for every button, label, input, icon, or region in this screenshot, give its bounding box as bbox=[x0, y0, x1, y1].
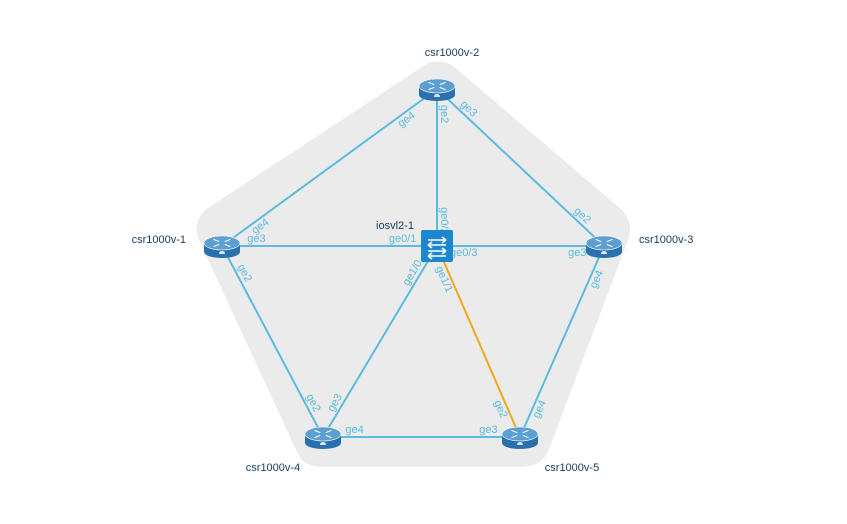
router-icon bbox=[203, 235, 241, 258]
links-layer bbox=[221, 88, 605, 438]
nodes-layer: csr1000v-2 csr1000v-1 csr1000v-3 csr1000v-4… bbox=[132, 47, 694, 474]
node-group-background bbox=[196, 61, 631, 467]
node-label: csr1000v-3 bbox=[639, 234, 693, 246]
router-icon bbox=[418, 78, 456, 101]
link-csr1000v-5-iosvl2-1[interactable] bbox=[436, 245, 521, 438]
port-label-csr1000v-1: ge3 bbox=[247, 233, 265, 245]
router-icon bbox=[304, 426, 342, 449]
node-label: iosvl2-1 bbox=[376, 220, 414, 232]
node-csr1000v-5[interactable]: csr1000v-5 bbox=[501, 426, 599, 474]
port-label-csr1000v-3: ge3 bbox=[568, 247, 586, 259]
node-iosvl2-1[interactable]: iosvl2-1 bbox=[376, 220, 453, 262]
node-csr1000v-3[interactable]: csr1000v-3 bbox=[585, 234, 693, 258]
port-label-iosvl2-1: ge0/3 bbox=[450, 247, 478, 259]
node-label: csr1000v-1 bbox=[132, 234, 186, 246]
node-label: csr1000v-2 bbox=[425, 47, 479, 59]
port-label-csr1000v-2: ge2 bbox=[438, 105, 450, 123]
node-csr1000v-1[interactable]: csr1000v-1 bbox=[132, 234, 241, 258]
link-csr1000v-4-iosvl2-1[interactable] bbox=[322, 245, 438, 438]
link-csr1000v-2-csr1000v-1[interactable] bbox=[221, 88, 438, 247]
node-csr1000v-2[interactable]: csr1000v-2 bbox=[418, 47, 479, 101]
port-label-csr1000v-4: ge4 bbox=[345, 424, 363, 436]
port-label-csr1000v-5: ge3 bbox=[479, 424, 497, 436]
switch-icon bbox=[421, 230, 453, 262]
link-csr1000v-1-csr1000v-4[interactable] bbox=[221, 245, 324, 438]
port-label-iosvl2-1: ge0/1 bbox=[389, 233, 417, 245]
router-icon bbox=[585, 235, 623, 258]
node-label: csr1000v-5 bbox=[545, 462, 599, 474]
node-csr1000v-4[interactable]: csr1000v-4 bbox=[246, 426, 342, 474]
link-csr1000v-3-csr1000v-5[interactable] bbox=[519, 245, 605, 438]
node-label: csr1000v-4 bbox=[246, 462, 300, 474]
port-label-iosvl2-1: ge0/2 bbox=[438, 207, 450, 235]
router-icon bbox=[501, 426, 539, 449]
link-csr1000v-2-csr1000v-3[interactable] bbox=[436, 88, 605, 247]
